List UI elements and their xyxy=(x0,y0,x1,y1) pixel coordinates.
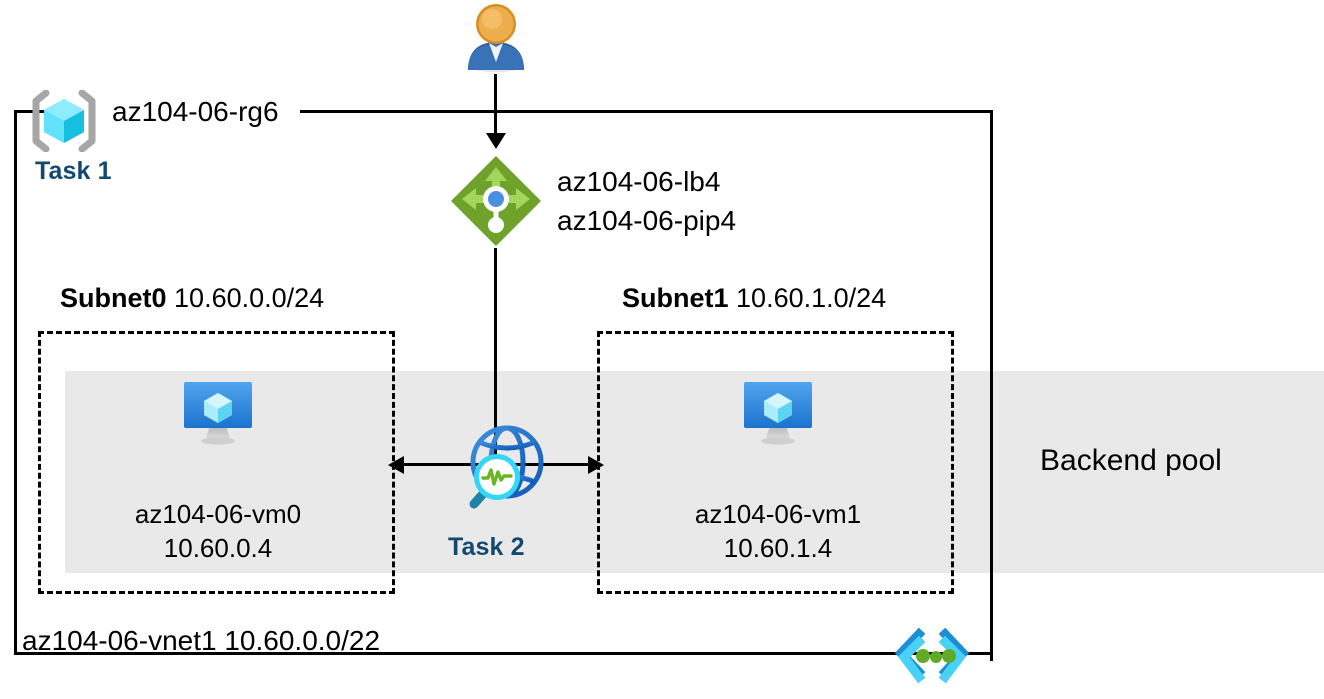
load-balancer-icon xyxy=(450,155,542,247)
backend-pool-label: Backend pool xyxy=(1040,444,1222,477)
resource-group-border-right xyxy=(990,110,993,661)
network-watcher-icon xyxy=(452,420,549,517)
connector-load-balancer-to-network-watcher xyxy=(494,248,497,460)
vm0-name: az104-06-vm0 xyxy=(134,499,302,529)
backend-pool-band xyxy=(65,371,1324,573)
load-balancer-name: az104-06-lb4 xyxy=(557,166,721,197)
resource-group-label: az104-06-rg6 xyxy=(112,96,279,127)
task-1-label: Task 1 xyxy=(35,157,112,185)
resource-group-border-left xyxy=(14,110,17,655)
arrow-to-subnet1 xyxy=(588,456,604,474)
public-ip-name: az104-06-pip4 xyxy=(557,204,737,236)
vm0-ip: 10.60.0.4 xyxy=(163,533,273,564)
subnet1-title: Subnet1 10.60.1.0/24 xyxy=(622,283,886,314)
subnet0-name: Subnet0 xyxy=(60,283,167,313)
load-balancer-label: az104-06-lb4 az104-06-pip4 xyxy=(557,163,736,240)
resource-group-border-top-left xyxy=(14,110,66,113)
virtual-machine-icon xyxy=(177,377,259,447)
resource-group-icon xyxy=(30,89,98,153)
virtual-machine-icon xyxy=(737,377,819,447)
vm0-label: az104-06-vm0 10.60.0.4 xyxy=(68,497,368,566)
subnet0-cidr: 10.60.0.0/24 xyxy=(174,283,325,313)
resource-group-border-top-right xyxy=(300,110,993,113)
vm1-ip: 10.60.1.4 xyxy=(723,533,833,564)
task-2-label: Task 2 xyxy=(448,533,525,561)
subnet0-title: Subnet0 10.60.0.0/24 xyxy=(60,283,324,314)
subnet1-cidr: 10.60.1.0/24 xyxy=(736,283,887,313)
connector-user-to-load-balancer xyxy=(494,74,497,142)
resource-group-border-bottom xyxy=(14,652,993,655)
vm1-label: az104-06-vm1 10.60.1.4 xyxy=(628,497,928,566)
virtual-network-icon xyxy=(893,627,971,686)
arrow-to-subnet0 xyxy=(388,456,404,474)
virtual-network-label: az104-06-vnet1 10.60.0.0/22 xyxy=(22,625,381,656)
user-icon xyxy=(462,2,530,74)
vm1-name: az104-06-vm1 xyxy=(694,499,862,529)
subnet1-name: Subnet1 xyxy=(622,283,729,313)
arrow-user-to-load-balancer xyxy=(486,133,506,149)
